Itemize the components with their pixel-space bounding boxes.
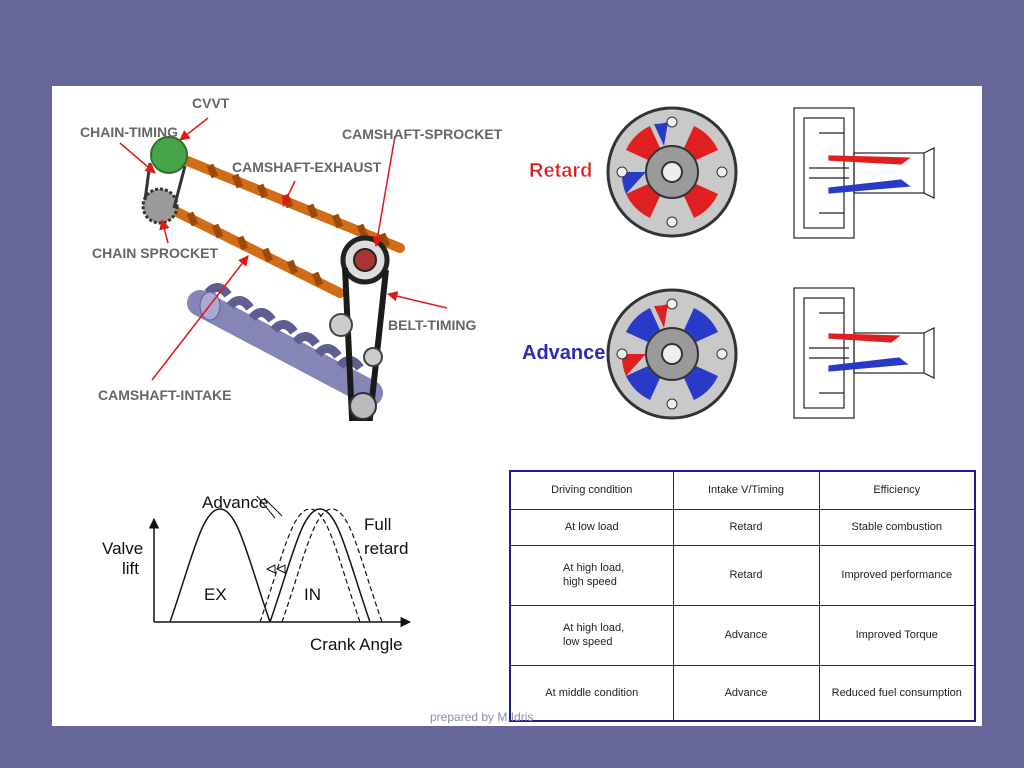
cam-phaser-diagram: Retard Advance [522, 106, 935, 420]
table-header-cell: Intake V/Timing [672, 470, 820, 510]
label-camshaft-sprocket: CAMSHAFT-SPROCKET [342, 126, 503, 142]
valve-lift-diagram: Valve lift Advance Full retard EX IN Cra… [102, 493, 412, 654]
table-cell: At middle condition [509, 664, 674, 722]
crankshaft-icon [187, 283, 383, 406]
valve-xlabel: Crank Angle [310, 635, 403, 654]
retard-rotor-icon [606, 106, 738, 238]
retard-label: Retard [529, 160, 592, 182]
label-arrows [119, 117, 448, 381]
slide-canvas: CVVT CHAIN-TIMING CAMSHAFT-EXHAUST CAMSH… [52, 86, 982, 726]
exhaust-curve [169, 508, 271, 623]
shift-arrows [256, 495, 286, 574]
label-chain-timing: CHAIN-TIMING [80, 124, 178, 140]
timing-belt-icon [329, 267, 389, 421]
table-header-cell: Driving condition [509, 470, 674, 510]
valve-axes [148, 517, 412, 628]
valve-in-label: IN [304, 585, 321, 604]
table-header-cell: Efficiency [818, 470, 976, 510]
retard-cross-section-icon [793, 107, 935, 239]
valve-ex-label: EX [204, 585, 227, 604]
footer-credit: prepared by M.Idris [430, 710, 534, 724]
camshaft-sprocket-icon [340, 235, 390, 285]
engine-assembly-diagram: CVVT CHAIN-TIMING CAMSHAFT-EXHAUST CAMSH… [80, 95, 503, 421]
table-cell: Retard [672, 508, 820, 546]
label-cvvt: CVVT [192, 95, 230, 111]
table-cell: Retard [672, 544, 820, 606]
table-cell: At high load, high speed [509, 544, 674, 606]
label-chain-sprocket: CHAIN SPROCKET [92, 245, 218, 261]
table-cell: Reduced fuel consumption [818, 664, 976, 722]
advance-rotor-icon [606, 288, 738, 420]
table-cell: Advance [672, 664, 820, 722]
advance-cross-section-icon [793, 287, 935, 419]
valve-retard-label: retard [364, 539, 408, 558]
valve-ylabel-line1: Valve [102, 539, 143, 558]
valve-advance-label: Advance [202, 493, 268, 512]
valve-ylabel-line2: lift [122, 559, 139, 578]
label-camshaft-exhaust: CAMSHAFT-EXHAUST [232, 159, 382, 175]
table-cell: Advance [672, 604, 820, 666]
advance-label: Advance [522, 342, 605, 364]
table-cell: Improved Torque [818, 604, 976, 666]
valve-full-label: Full [364, 515, 391, 534]
table-cell: At high load, low speed [509, 604, 674, 666]
intake-camshaft-icon [160, 201, 345, 298]
label-camshaft-intake: CAMSHAFT-INTAKE [98, 387, 232, 403]
timing-chain-icon [141, 136, 188, 225]
table-cell: Stable combustion [818, 508, 976, 546]
label-belt-timing: BELT-TIMING [388, 317, 477, 333]
table-cell: Improved performance [818, 544, 976, 606]
table-cell: At low load [509, 508, 674, 546]
intake-curve [269, 508, 371, 623]
